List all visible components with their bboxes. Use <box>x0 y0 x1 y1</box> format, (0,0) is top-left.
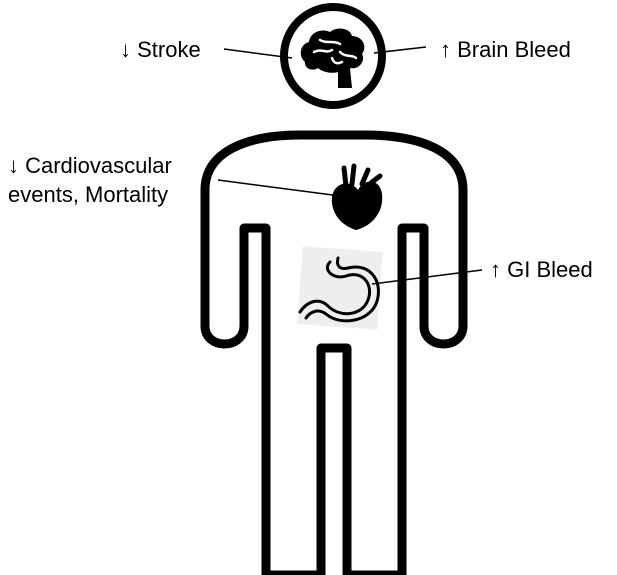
brain-bleed-label: ↑ Brain Bleed <box>440 37 571 62</box>
cardio-label-line2: events, Mortality <box>8 182 168 207</box>
stroke-label: ↓ Stroke <box>120 37 201 62</box>
gi-bleed-label: ↑ GI Bleed <box>490 257 593 282</box>
cardio-label-line1: ↓ Cardiovascular <box>8 153 172 178</box>
